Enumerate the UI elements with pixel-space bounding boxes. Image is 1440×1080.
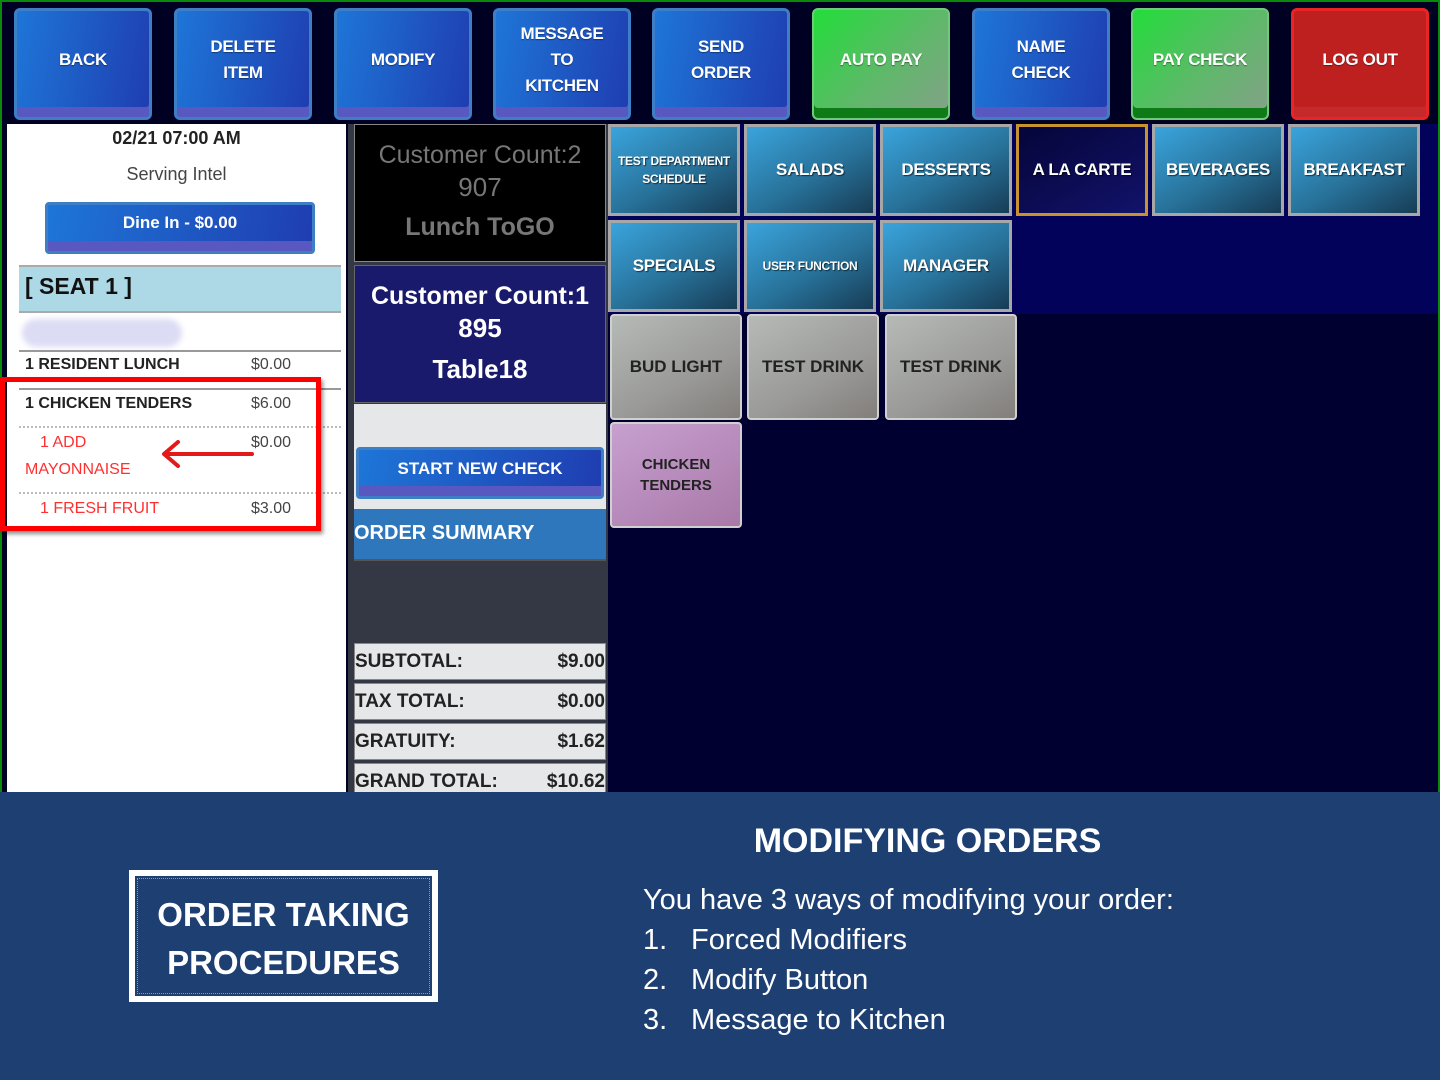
customer-count: Customer Count:2: [378, 141, 582, 169]
category-desserts[interactable]: DESSERTS: [880, 124, 1012, 216]
list-item: 1. Forced Modifiers: [643, 924, 946, 964]
subtotal-value: $9.00: [557, 650, 605, 672]
arrow-left-icon: [162, 440, 254, 468]
check-card-lunch-togo[interactable]: Customer Count:2 907 Lunch ToGO: [354, 124, 606, 262]
gratuity-value: $1.62: [557, 730, 605, 752]
slide-heading: MODIFYING ORDERS: [753, 822, 1102, 860]
modifier-add-mayonnaise[interactable]: 1 ADD: [40, 434, 87, 451]
section-title-box: ORDER TAKING PROCEDURES: [129, 870, 438, 1002]
list-text: Forced Modifiers: [691, 924, 907, 956]
slide-intro: You have 3 ways of modifying your order:: [643, 884, 1174, 916]
tax-total-row: TAX TOTAL: $0.00: [354, 683, 606, 720]
divider: [19, 350, 341, 352]
grand-total-label: GRAND TOTAL:: [355, 770, 498, 792]
check-number: 907: [458, 172, 502, 202]
auto-pay-button[interactable]: AUTO PAY: [812, 8, 950, 120]
back-button[interactable]: BACK: [14, 8, 152, 120]
order-summary-button[interactable]: ORDER SUMMARY: [354, 509, 606, 561]
gratuity-row: GRATUITY: $1.62: [354, 723, 606, 760]
modifier-price: $0.00: [251, 434, 292, 451]
check-name: Lunch ToGO: [405, 213, 555, 241]
server-name: Serving Intel: [126, 164, 227, 184]
category-salads[interactable]: SALADS: [744, 124, 876, 216]
list-number: 3.: [643, 1004, 668, 1036]
order-item-price: $6.00: [251, 395, 292, 412]
modifier-price: $3.00: [251, 500, 292, 517]
dotted-divider: [19, 426, 341, 428]
category-test-department-schedule[interactable]: TEST DEPARTMENT SCHEDULE: [608, 124, 740, 216]
top-toolbar: BACK DELETE ITEM MODIFY MESSAGE TO KITCH…: [2, 2, 1438, 122]
divider: [19, 388, 341, 390]
category-specials[interactable]: SPECIALS: [608, 220, 740, 312]
check-card-table18[interactable]: Customer Count:1 895 Table18: [354, 265, 606, 403]
category-user-function[interactable]: USER FUNCTION: [744, 220, 876, 312]
modify-button[interactable]: MODIFY: [334, 8, 472, 120]
pay-check-button[interactable]: PAY CHECK: [1131, 8, 1269, 120]
check-name: Table18: [432, 354, 528, 384]
list-text: Modify Button: [691, 964, 869, 996]
menu-grid: TEST DEPARTMENT SCHEDULE SALADS DESSERTS…: [608, 124, 1438, 792]
section-title: ORDER TAKING PROCEDURES: [137, 878, 430, 994]
seat-header[interactable]: [ SEAT 1 ]: [19, 265, 341, 313]
customer-count: Customer Count:1: [370, 282, 590, 310]
check-number: 895: [458, 313, 502, 343]
modify-methods-list: 1. Forced Modifiers 2. Modify Button 3. …: [643, 924, 946, 1044]
menu-item-test-drink[interactable]: TEST DRINK: [747, 314, 879, 420]
modifier-add-mayonnaise-cont: MAYONNAISE: [25, 461, 131, 478]
gratuity-label: GRATUITY:: [355, 730, 456, 752]
highlight-box: [0, 377, 321, 531]
subtotal-label: SUBTOTAL:: [355, 650, 464, 672]
dotted-divider: [19, 492, 341, 494]
start-new-check-button[interactable]: START NEW CHECK: [356, 447, 604, 499]
category-beverages[interactable]: BEVERAGES: [1152, 124, 1284, 216]
check-panel: Customer Count:2 907 Lunch ToGO Customer…: [348, 124, 608, 792]
category-a-la-carte[interactable]: A LA CARTE: [1016, 124, 1148, 216]
list-item: 2. Modify Button: [643, 964, 946, 1004]
modifier-fresh-fruit[interactable]: 1 FRESH FRUIT: [40, 500, 160, 517]
list-number: 1.: [643, 924, 668, 956]
delete-item-button[interactable]: DELETE ITEM: [174, 8, 312, 120]
tax-total-value: $0.00: [557, 690, 605, 712]
category-breakfast[interactable]: BREAKFAST: [1288, 124, 1420, 216]
tax-total-label: TAX TOTAL:: [355, 690, 465, 712]
list-item: 3. Message to Kitchen: [643, 1004, 946, 1044]
grand-total-value: $10.62: [546, 770, 605, 792]
order-type-button[interactable]: Dine In - $0.00: [45, 202, 315, 254]
order-item-chicken-tenders[interactable]: 1 CHICKEN TENDERS: [25, 395, 193, 412]
pos-screen: BACK DELETE ITEM MODIFY MESSAGE TO KITCH…: [0, 0, 1440, 792]
order-item-price: $0.00: [251, 356, 292, 373]
category-manager[interactable]: MANAGER: [880, 220, 1012, 312]
order-item-resident-lunch[interactable]: 1 RESIDENT LUNCH: [25, 356, 180, 373]
redacted-customer-name: [22, 319, 182, 347]
message-to-kitchen-button[interactable]: MESSAGE TO KITCHEN: [493, 8, 631, 120]
name-check-button[interactable]: NAME CHECK: [972, 8, 1110, 120]
grand-total-row: GRAND TOTAL: $10.62: [354, 763, 606, 792]
menu-item-test-drink-2[interactable]: TEST DRINK: [885, 314, 1017, 420]
log-out-button[interactable]: LOG OUT: [1291, 8, 1429, 120]
list-number: 2.: [643, 964, 668, 996]
order-datetime: 02/21 07:00 AM: [112, 128, 241, 148]
send-order-button[interactable]: SEND ORDER: [652, 8, 790, 120]
list-text: Message to Kitchen: [691, 1004, 946, 1036]
subtotal-row: SUBTOTAL: $9.00: [354, 643, 606, 680]
menu-item-chicken-tenders[interactable]: CHICKEN TENDERS: [610, 422, 742, 528]
order-receipt-panel: 02/21 07:00 AM Serving Intel Dine In - $…: [7, 124, 346, 792]
menu-item-bud-light[interactable]: BUD LIGHT: [610, 314, 742, 420]
